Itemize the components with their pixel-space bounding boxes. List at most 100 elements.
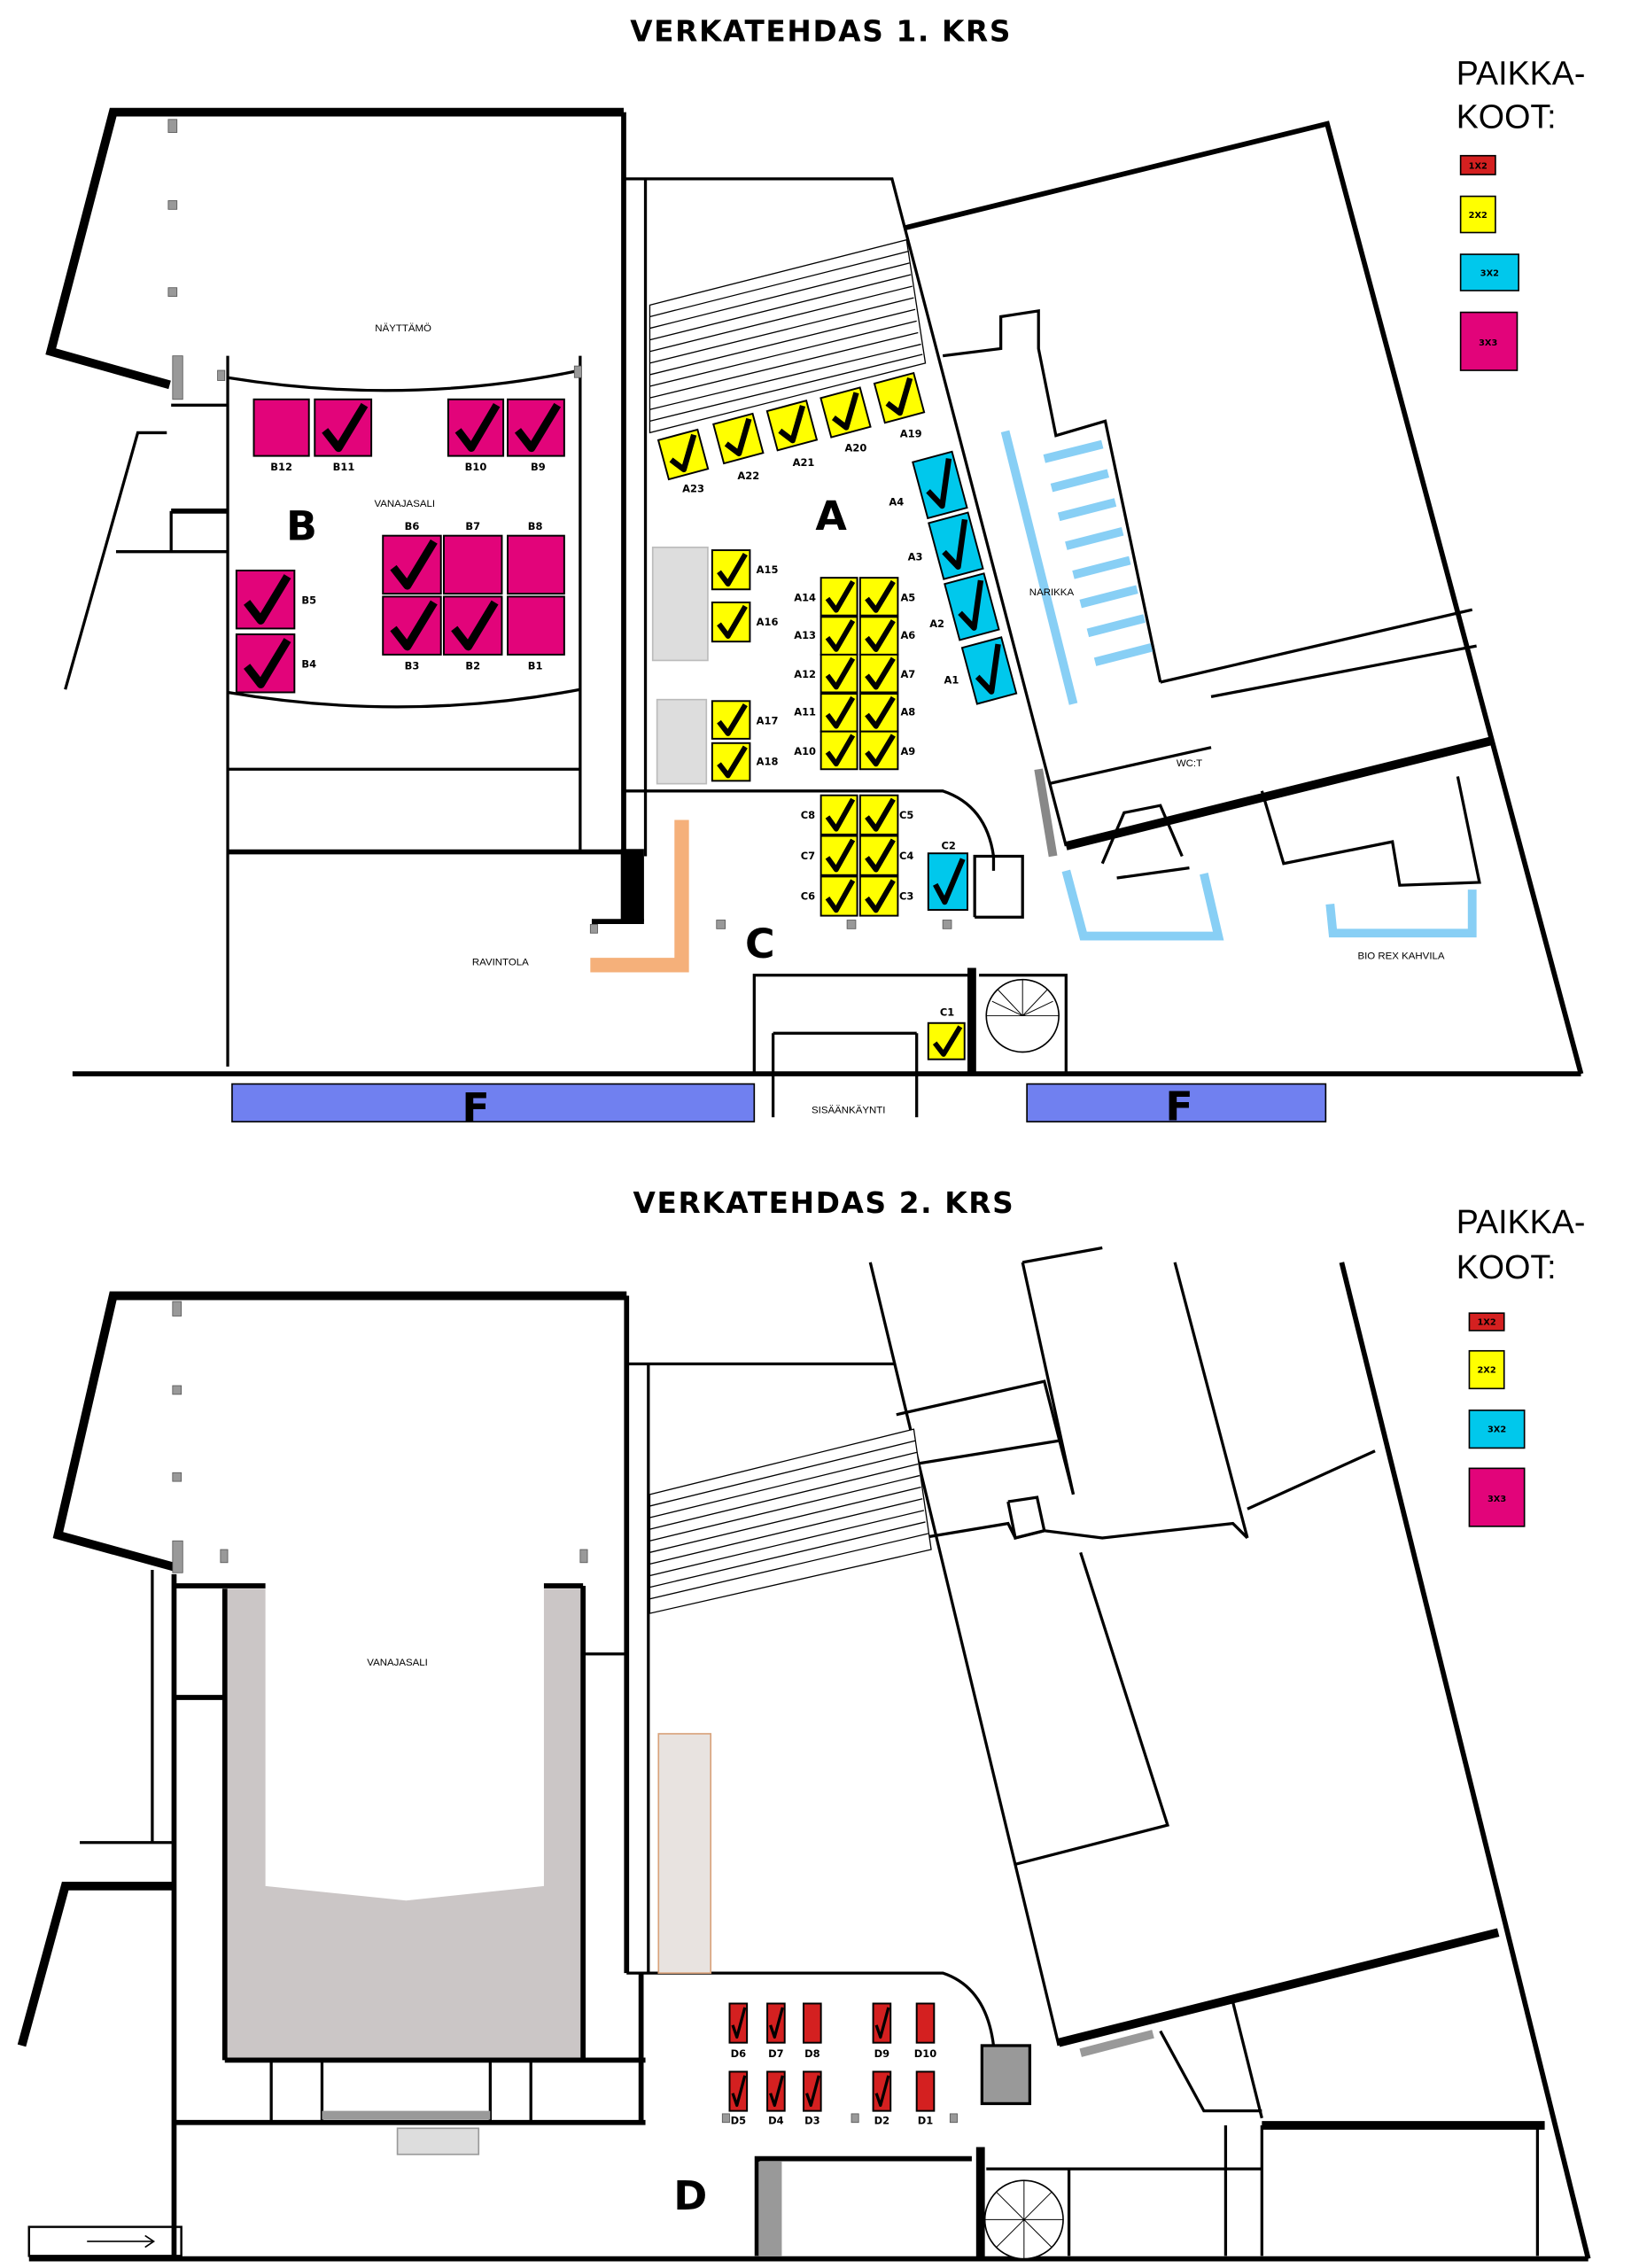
booth-label: C3 <box>899 890 913 903</box>
booth-a11[interactable] <box>820 693 858 733</box>
booth-a16[interactable] <box>711 601 751 643</box>
floor-2-bleachers <box>649 1428 932 1614</box>
checkmark-icon <box>865 695 896 729</box>
booth-b11[interactable] <box>314 398 373 457</box>
floor-1-legend: PAIKKA- KOOT: 1X2 2X2 3X2 3X3 <box>1456 55 1586 371</box>
booth-label: A18 <box>757 755 779 767</box>
booth-a17[interactable] <box>711 700 751 740</box>
booth-area[interactable] <box>915 2002 936 2044</box>
booth-a7[interactable] <box>858 653 899 694</box>
booth-area[interactable] <box>820 386 872 439</box>
booth-a5[interactable] <box>858 577 899 617</box>
booth-c6[interactable] <box>820 875 858 917</box>
booth-area[interactable] <box>712 412 765 465</box>
booth-b3[interactable] <box>382 595 442 656</box>
booth-area[interactable] <box>960 636 1018 705</box>
booth-b2[interactable] <box>442 595 503 656</box>
booth-area[interactable] <box>765 399 819 452</box>
booth-a21[interactable] <box>765 399 819 452</box>
booth-d9[interactable] <box>872 2002 892 2044</box>
booth-area[interactable] <box>873 371 926 424</box>
booth-label: A6 <box>900 629 915 641</box>
booth-a15[interactable] <box>711 549 751 591</box>
booth-b6[interactable] <box>382 534 442 595</box>
booth-area[interactable] <box>912 450 968 520</box>
booth-area[interactable] <box>944 572 1000 641</box>
booth-a8[interactable] <box>858 693 899 733</box>
booth-c1[interactable] <box>927 1021 966 1060</box>
booth-b5[interactable] <box>235 569 296 630</box>
booth-area[interactable] <box>928 511 984 580</box>
checkmark-icon <box>514 402 562 453</box>
legend-heading: PAIKKA- <box>1456 55 1586 92</box>
booth-a18[interactable] <box>711 742 751 782</box>
booth-d6[interactable] <box>728 2002 749 2044</box>
checkmark-icon <box>731 2075 747 2108</box>
booth-a23[interactable] <box>656 428 710 481</box>
booth-a3[interactable] <box>928 511 984 580</box>
booth-area[interactable] <box>656 428 710 481</box>
booth-label: D5 <box>731 2114 747 2126</box>
booth-d8[interactable] <box>803 2002 822 2044</box>
booth-d5[interactable] <box>728 2070 749 2112</box>
booth-a14[interactable] <box>820 577 858 617</box>
legend-swatch-1x2 <box>1468 1312 1505 1332</box>
booth-a1[interactable] <box>960 636 1018 705</box>
section-f-label: F <box>462 1084 489 1131</box>
booth-area[interactable] <box>507 595 565 656</box>
booth-c7[interactable] <box>820 835 858 876</box>
booth-area[interactable] <box>442 534 503 595</box>
booth-d3[interactable] <box>803 2070 822 2112</box>
booth-c2[interactable] <box>927 852 968 912</box>
checkmark-icon <box>669 433 697 473</box>
booth-c4[interactable] <box>858 835 899 876</box>
booth-label: A8 <box>900 706 915 718</box>
checkmark-icon <box>975 643 1001 695</box>
checkmark-icon <box>825 879 856 913</box>
booth-a6[interactable] <box>858 616 899 656</box>
booth-area[interactable] <box>803 2002 822 2044</box>
booth-a20[interactable] <box>820 386 872 439</box>
booth-a19[interactable] <box>873 371 926 424</box>
booth-b7[interactable] <box>442 534 503 595</box>
booth-a10[interactable] <box>820 730 858 771</box>
checkmark-icon <box>865 797 896 832</box>
booth-label: A12 <box>794 668 816 680</box>
room-label-vanajasali: VANAJASALI <box>367 1658 428 1668</box>
booth-area[interactable] <box>507 534 565 595</box>
booth-label: B3 <box>405 659 420 672</box>
booth-c3[interactable] <box>858 875 899 917</box>
booth-area[interactable] <box>915 2070 936 2112</box>
booth-label: D1 <box>918 2114 934 2126</box>
booth-b12[interactable] <box>252 398 310 457</box>
booth-b4[interactable] <box>235 633 296 694</box>
booth-label: B8 <box>528 520 543 532</box>
booth-a13[interactable] <box>820 616 858 656</box>
booth-label: C5 <box>899 809 913 821</box>
booth-b10[interactable] <box>447 398 505 457</box>
booth-c5[interactable] <box>858 794 899 835</box>
checkmark-icon <box>825 579 856 613</box>
booth-b9[interactable] <box>507 398 565 457</box>
booth-label: D8 <box>804 2047 820 2060</box>
booth-a12[interactable] <box>820 653 858 694</box>
booth-b8[interactable] <box>507 534 565 595</box>
room-label-wc: WC:T <box>1177 758 1202 769</box>
booth-b1[interactable] <box>507 595 565 656</box>
booth-d2[interactable] <box>872 2070 892 2112</box>
floor-1-bleachers <box>649 238 927 434</box>
booth-label: A14 <box>794 591 816 603</box>
booth-d1[interactable] <box>915 2070 936 2112</box>
booth-label: A22 <box>737 470 759 482</box>
booth-a9[interactable] <box>858 730 899 771</box>
booth-d10[interactable] <box>915 2002 936 2044</box>
booth-a4[interactable] <box>912 450 968 520</box>
booth-label: B10 <box>465 461 487 473</box>
booth-area[interactable] <box>252 398 310 457</box>
booth-d7[interactable] <box>766 2002 786 2044</box>
booth-a22[interactable] <box>712 412 765 465</box>
booth-c8[interactable] <box>820 794 858 835</box>
booth-d4[interactable] <box>766 2070 786 2112</box>
booth-label: D4 <box>768 2114 784 2126</box>
booth-a2[interactable] <box>944 572 1000 641</box>
